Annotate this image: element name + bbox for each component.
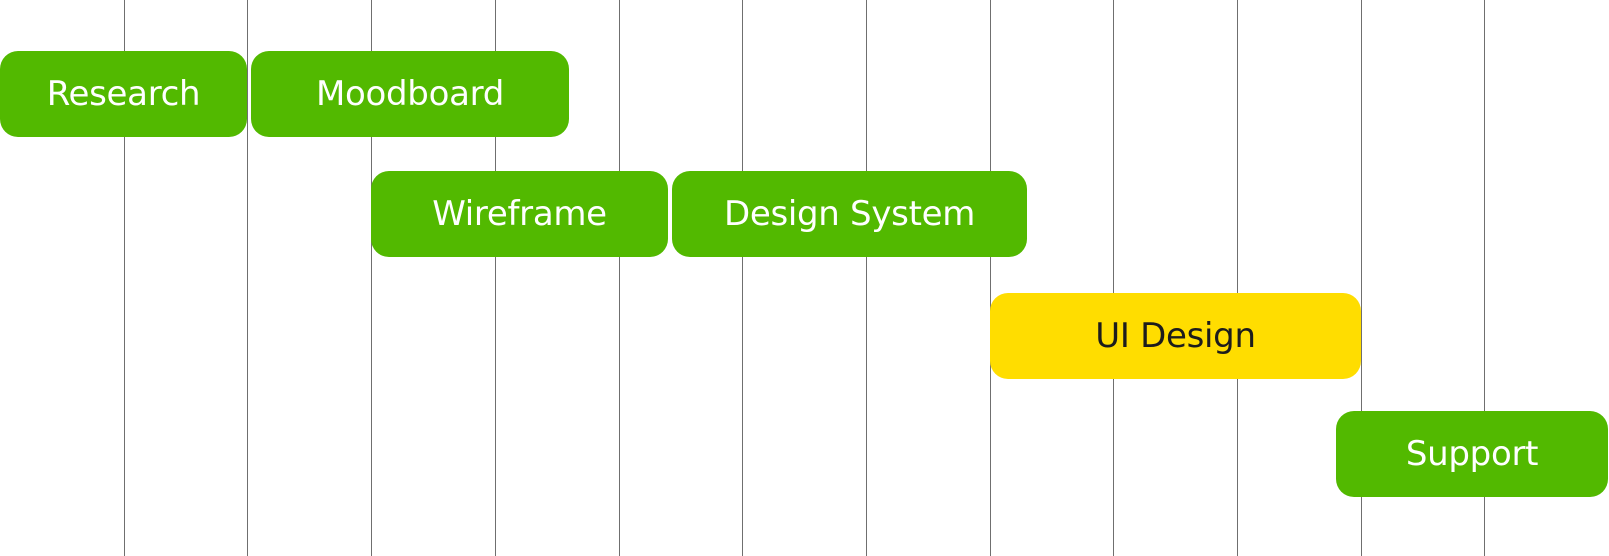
gridline — [990, 0, 991, 556]
gridline — [619, 0, 620, 556]
task-label: Design System — [723, 194, 976, 234]
task-bar-design-system: Design System — [672, 171, 1027, 257]
task-label: UI Design — [1095, 316, 1256, 356]
gridline — [1237, 0, 1238, 556]
gridline — [1361, 0, 1362, 556]
gridline — [866, 0, 867, 556]
gridline — [371, 0, 372, 556]
task-label: Wireframe — [432, 194, 607, 234]
gridline — [742, 0, 743, 556]
task-label: Research — [46, 74, 201, 114]
task-bar-research: Research — [0, 51, 247, 137]
task-bar-wireframe: Wireframe — [371, 171, 668, 257]
task-label: Moodboard — [315, 74, 504, 114]
gridline — [1484, 0, 1485, 556]
gridline — [247, 0, 248, 556]
task-label: Support — [1405, 434, 1539, 474]
gridline — [495, 0, 496, 556]
task-bar-ui-design: UI Design — [990, 293, 1361, 379]
gridline — [1113, 0, 1114, 556]
task-bar-support: Support — [1336, 411, 1608, 497]
gridline — [124, 0, 125, 556]
task-bar-moodboard: Moodboard — [251, 51, 569, 137]
